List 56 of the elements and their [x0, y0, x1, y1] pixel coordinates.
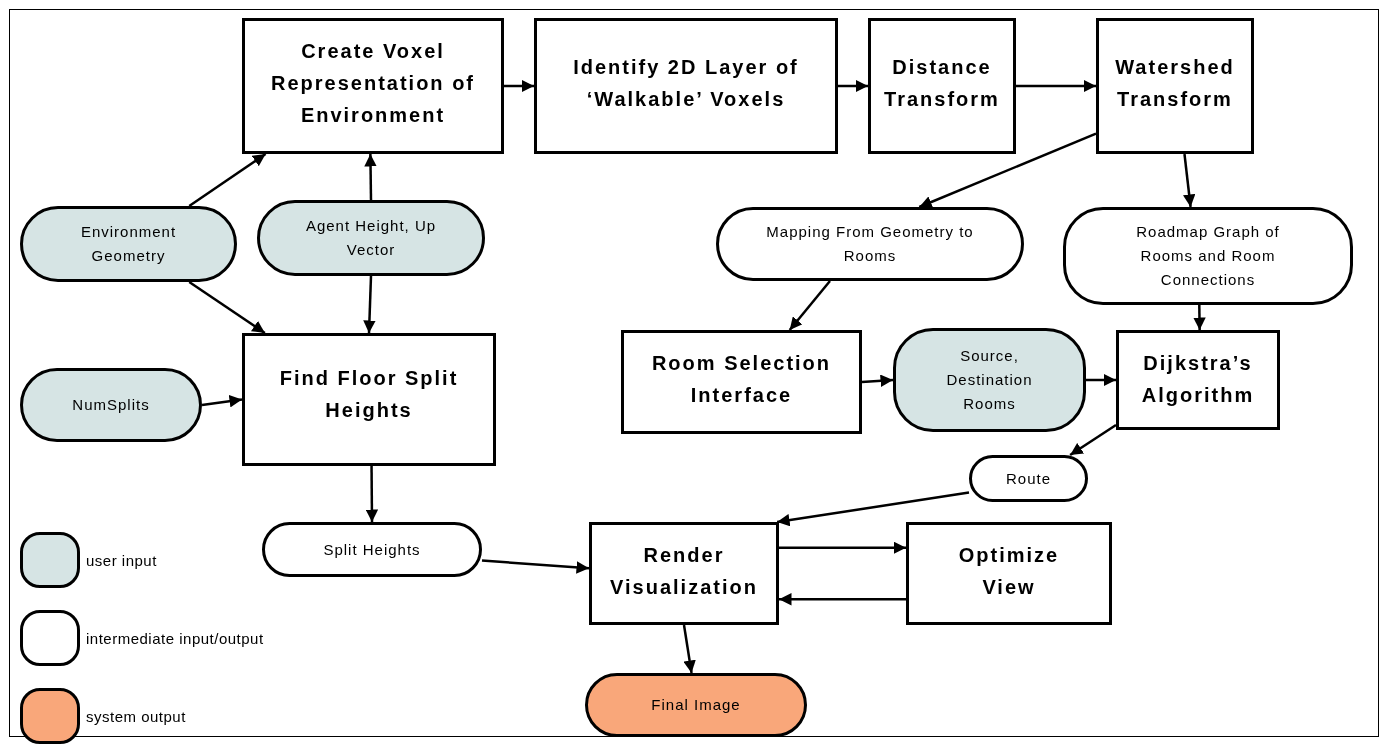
arrow: [918, 132, 1097, 209]
process-label: Render Visualization: [609, 543, 759, 600]
data-label: Final Image: [651, 695, 741, 715]
data-label: Roadmap Graph of Rooms and Room Connections: [1135, 222, 1281, 290]
process-label: Watershed Transform: [1114, 55, 1236, 112]
arrow: [1182, 153, 1196, 208]
process-box: [906, 522, 1112, 625]
data-label: Environment Geometry: [79, 222, 178, 266]
process-label: Optimize View: [957, 543, 1061, 600]
data-pill: [262, 522, 482, 577]
legend-label: intermediate input/output: [86, 629, 264, 647]
data-label: Split Heights: [323, 539, 421, 560]
arrow: [363, 275, 376, 334]
data-pill: [893, 328, 1086, 432]
data-label: Source, Destination Rooms: [945, 346, 1034, 414]
arrow: [1193, 305, 1206, 330]
process-box: [1116, 330, 1280, 430]
arrow: [1086, 373, 1116, 387]
arrow: [838, 79, 868, 93]
arrow: [788, 280, 831, 331]
arrow: [1016, 79, 1096, 93]
process-box: [242, 333, 496, 466]
process-box: [868, 18, 1016, 154]
data-label: Mapping From Geometry to Rooms: [765, 222, 975, 266]
data-label: NumSplits: [72, 395, 150, 415]
data-label: Route: [1006, 468, 1051, 489]
process-box: [589, 522, 779, 625]
arrow: [861, 374, 894, 388]
arrow: [1069, 423, 1117, 457]
arrow: [682, 624, 696, 674]
process-box: [242, 18, 504, 154]
process-label: Create Voxel Representation of Environment: [270, 39, 476, 128]
legend-label: system output: [86, 707, 186, 725]
arrow: [201, 395, 243, 408]
process-box: [621, 330, 862, 434]
process-box: [534, 18, 838, 154]
process-label: Distance Transform: [883, 55, 1001, 112]
data-pill: [1063, 207, 1353, 305]
data-pill: [969, 455, 1088, 502]
arrow: [188, 152, 267, 208]
arrow: [365, 466, 379, 522]
arrow: [779, 593, 906, 606]
data-pill: [585, 673, 807, 737]
arrow: [776, 491, 970, 527]
data-label: Agent Height, Up Vector: [304, 216, 438, 260]
legend-label: user input: [86, 551, 157, 569]
process-label: Room Selection Interface: [650, 351, 833, 408]
process-label: Dijkstra’s Algorithm: [1140, 351, 1256, 408]
arrow: [364, 154, 377, 200]
arrow: [188, 280, 266, 335]
arrow: [504, 79, 534, 93]
arrow: [481, 559, 590, 574]
arrow: [779, 541, 906, 554]
process-box: [1096, 18, 1254, 154]
process-label: Find Floor Split Heights: [278, 366, 460, 423]
process-label: Identify 2D Layer of ‘Walkable’ Voxels: [572, 55, 800, 112]
